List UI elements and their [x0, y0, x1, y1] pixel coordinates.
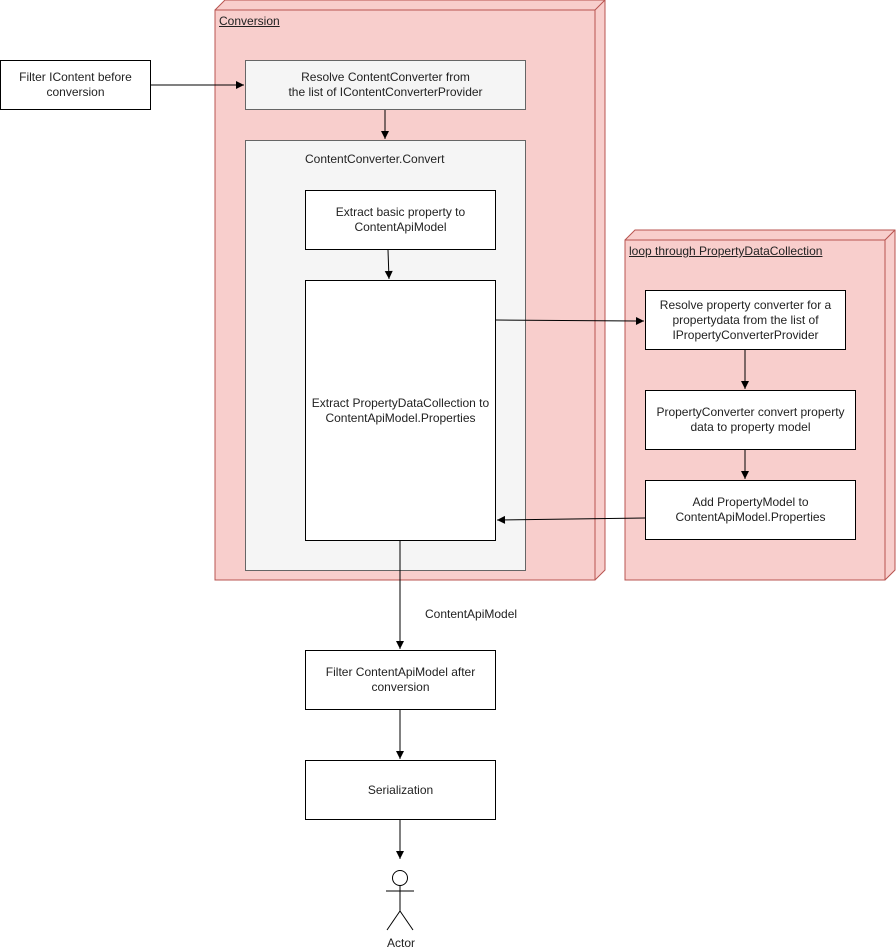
- add-model-label: Add PropertyModel to ContentApiModel.Pro…: [675, 495, 826, 524]
- extract-collection-box: [305, 280, 496, 541]
- edge-collection-to-resolve-property: [495, 316, 645, 325]
- extract-basic-box: [305, 190, 496, 250]
- extract-basic-label: Extract basic property to ContentApiMode…: [335, 205, 466, 234]
- resolve-property-label: Resolve property converter for a propert…: [659, 297, 832, 342]
- edge-label-content-api-model: ContentApiModel: [425, 607, 518, 621]
- resolve-property-box: [645, 290, 846, 350]
- filter-before-label: Filter IContent before conversion: [19, 70, 132, 99]
- filter-after-label: Filter ContentApiModel after conversion: [325, 665, 476, 694]
- resolve-converter-label: Resolve ContentConverter from the list o…: [288, 70, 483, 99]
- serialization-label: Serialization: [367, 782, 434, 797]
- loop-frame-title: loop through PropertyDataCollection: [629, 244, 823, 258]
- edge-add-to-collection: [496, 515, 646, 524]
- filter-after-box: [305, 650, 496, 710]
- filter-before-box: [0, 60, 151, 110]
- property-convert-box: [645, 390, 856, 450]
- actor-icon: [386, 870, 414, 931]
- actor-label: Actor: [387, 936, 416, 950]
- edge-basic-to-collection: [384, 249, 393, 280]
- serialization-box: [305, 760, 496, 820]
- add-model-box: [645, 480, 856, 540]
- extract-collection-label: Extract PropertyDataCollection to Conten…: [311, 395, 490, 425]
- resolve-converter-box: [245, 60, 526, 110]
- convert-container-label: ContentConverter.Convert: [305, 152, 445, 166]
- property-convert-label: PropertyConverter convert property data …: [656, 405, 845, 434]
- conversion-frame-title: Conversion: [219, 14, 280, 28]
